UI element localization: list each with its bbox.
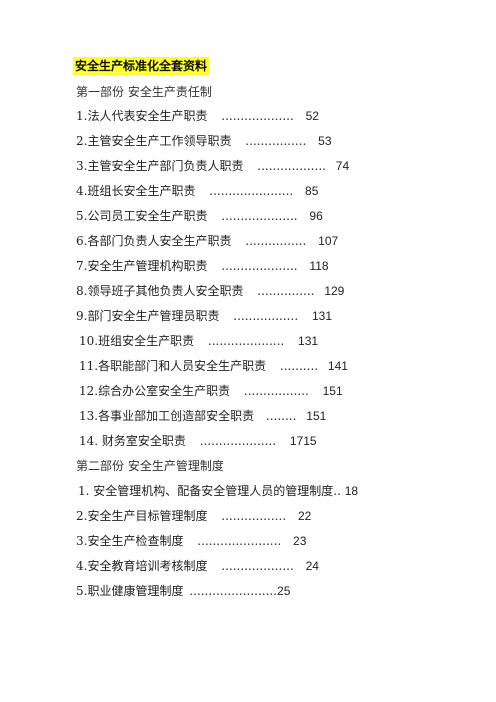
toc-item-text: 1. 安全管理机构、配备安全管理人员的管理制度 <box>78 484 334 498</box>
toc-item-dots: ................ <box>245 134 307 148</box>
toc-item-dots: ...................... <box>209 184 294 198</box>
toc-item-text: 13.各事业部加工创造部安全职责 <box>79 409 255 423</box>
toc-item-page: 118 <box>309 259 329 273</box>
toc-item: 3.安全生产检查制度 ...................... 23 <box>76 533 306 549</box>
toc-item-dots: .................... <box>207 334 285 348</box>
toc-item: 12.综合办公室安全生产职责 ................. 151 <box>79 383 343 399</box>
toc-item: 8.领导班子其他负责人安全职责 ............... 129 <box>76 283 344 299</box>
toc-item-page: 52 <box>305 109 319 123</box>
toc-item-page: 107 <box>318 234 339 248</box>
toc-item: 3.主管安全生产部门负责人职责 .................. 74 <box>76 158 349 174</box>
toc-item-dots: ................... <box>221 559 294 573</box>
toc-item-page: 151 <box>322 384 343 398</box>
toc-item-page: 85 <box>305 184 319 198</box>
toc-item-dots: .................. <box>257 159 326 173</box>
toc-item-text: 3.安全生产检查制度 <box>76 534 184 548</box>
toc-item-dots: .................... <box>221 259 298 273</box>
toc-item-dots: .................... <box>221 209 298 223</box>
toc-item-dots: ................. <box>221 509 287 523</box>
toc-item: 9.部门安全生产管理员职责 ................. 131 <box>76 308 332 324</box>
toc-item-page: 53 <box>318 134 332 148</box>
toc-item-dots: ........ <box>265 409 297 423</box>
toc-item: 13.各事业部加工创造部安全职责 ........ 151 <box>79 408 326 424</box>
part1-heading: 第一部份 安全生产责任制 <box>76 85 212 99</box>
toc-item-text: 1.法人代表安全生产职责 <box>76 109 208 123</box>
toc-item-dots: ................... <box>221 109 294 123</box>
toc-item: 10.班组安全生产职责 .................... 131 <box>79 333 318 349</box>
toc-item: 1. 安全管理机构、配备安全管理人员的管理制度.. 18 <box>78 483 358 499</box>
toc-item-dots: ....................... <box>189 584 278 598</box>
toc-item: 4.安全教育培训考核制度 ................... 24 <box>76 558 319 574</box>
toc-item-text: 12.综合办公室安全生产职责 <box>79 384 231 398</box>
toc-item: 14. 财务室安全职责 .................... 1715 <box>79 433 317 449</box>
part2-heading: 第二部份 安全生产管理制度 <box>76 459 224 473</box>
toc-item: 2.安全生产目标管理制度 ................. 22 <box>76 508 311 524</box>
toc-item-dots: ................. <box>243 384 309 398</box>
toc-item-page: 151 <box>306 409 327 423</box>
toc-item-dots: .................... <box>199 434 277 448</box>
document-title: 安全生产标准化全套资料 <box>73 57 210 75</box>
toc-item-text: 5.职业健康管理制度 <box>76 584 184 598</box>
toc-item-page: 96 <box>309 209 323 223</box>
toc-item: 4.班组长安全生产职责 ...................... 85 <box>76 183 318 199</box>
toc-item-text: 2.主管安全生产工作领导职责 <box>76 134 232 148</box>
toc-item: 5.公司员工安全生产职责 .................... 96 <box>76 208 323 224</box>
toc-item-page: 129 <box>324 284 345 298</box>
toc-item-page: 18 <box>344 484 359 498</box>
toc-item: 5.职业健康管理制度 .......................25 <box>76 583 290 599</box>
toc-item: 11.各职能部门和人员安全生产职责 .......... 141 <box>79 358 348 374</box>
toc-item-page: 131 <box>298 334 319 348</box>
toc-item-page: 22 <box>297 509 312 523</box>
toc-item-text: 8.领导班子其他负责人安全职责 <box>76 284 244 298</box>
toc-item: 1.法人代表安全生产职责 ................... 52 <box>76 108 319 124</box>
toc-item-text: 7.安全生产管理机构职责 <box>76 259 208 273</box>
toc-item-dots: .. <box>333 484 341 498</box>
toc-item-text: 14. 财务室安全职责 <box>79 434 186 448</box>
toc-item-page: 24 <box>305 559 319 573</box>
toc-item: 6.各部门负责人安全生产职责 ................ 107 <box>76 233 338 249</box>
toc-item-text: 6.各部门负责人安全生产职责 <box>76 234 232 248</box>
toc-item-dots: ................. <box>233 309 299 323</box>
toc-item-text: 5.公司员工安全生产职责 <box>76 209 208 223</box>
toc-item-dots: ............... <box>257 284 315 298</box>
toc-item-page: 23 <box>293 534 307 548</box>
toc-item-dots: .......... <box>279 359 319 373</box>
toc-item: 2.主管安全生产工作领导职责 ................ 53 <box>76 133 332 149</box>
toc-item-page: 74 <box>335 159 350 173</box>
toc-item-page: 25 <box>277 584 291 598</box>
toc-item-dots: ................ <box>245 234 307 248</box>
toc-item-page: 1715 <box>289 434 317 448</box>
toc-item-dots: ...................... <box>197 534 282 548</box>
toc-item-page: 141 <box>327 359 348 373</box>
toc-item-text: 10.班组安全生产职责 <box>79 334 195 348</box>
toc-item: 7.安全生产管理机构职责 .................... 118 <box>76 258 329 274</box>
toc-item-text: 4.安全教育培训考核制度 <box>76 559 208 573</box>
toc-item-text: 11.各职能部门和人员安全生产职责 <box>79 359 267 373</box>
toc-item-page: 131 <box>311 309 332 323</box>
toc-item-text: 4.班组长安全生产职责 <box>76 184 196 198</box>
toc-item-text: 9.部门安全生产管理员职责 <box>76 309 220 323</box>
toc-item-text: 3.主管安全生产部门负责人职责 <box>76 159 244 173</box>
toc-item-text: 2.安全生产目标管理制度 <box>76 509 208 523</box>
